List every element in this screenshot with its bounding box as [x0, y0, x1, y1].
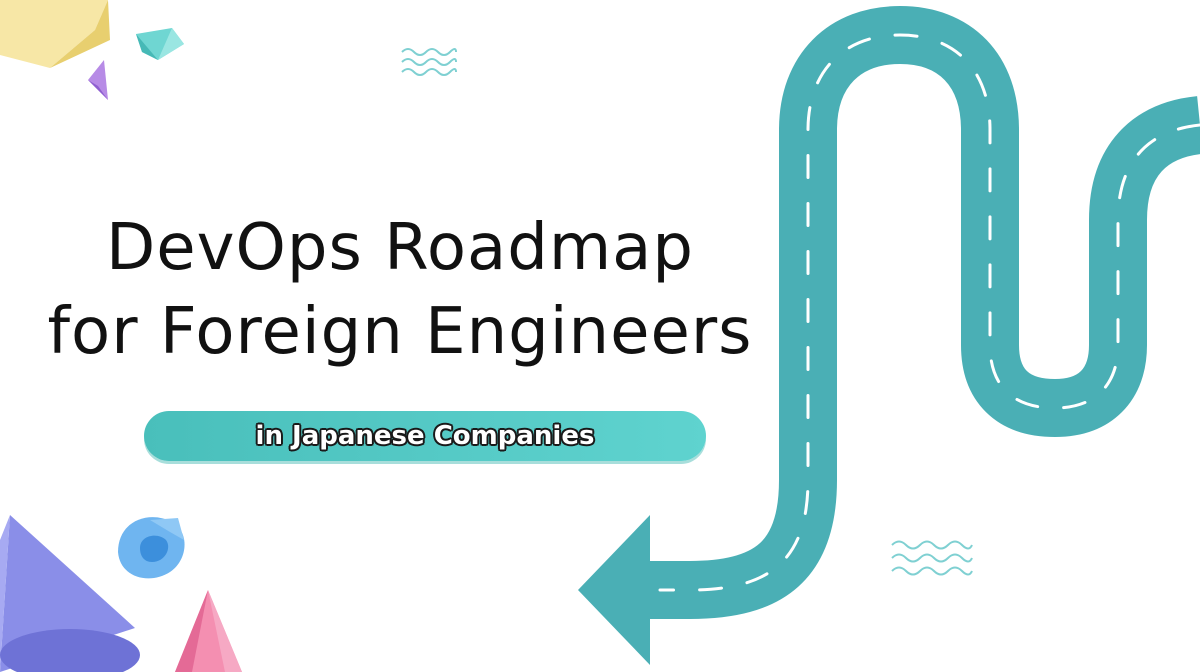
purple-shard-icon [88, 60, 108, 100]
cone-shape-icon [0, 515, 140, 672]
pyramid-shape-icon [175, 590, 242, 672]
title-line-1: DevOps Roadmap [106, 211, 694, 285]
subtitle-text: in Japanese Companies [255, 421, 595, 451]
winding-road-arrow-icon [578, 6, 1200, 665]
title-line-2: for Foreign Engineers [47, 295, 753, 369]
wave-icon-bottom [891, 540, 973, 576]
donut-shape-icon [118, 517, 185, 579]
wave-icon-top [401, 48, 457, 76]
yellow-crystal-icon [0, 0, 110, 68]
teal-crystal-icon [136, 28, 184, 60]
subtitle-pill: in Japanese Companies [144, 411, 706, 461]
